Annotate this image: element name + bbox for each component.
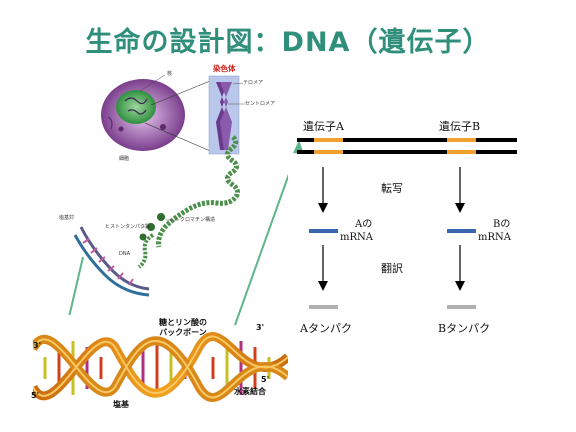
- double-helix: [33, 315, 288, 432]
- transcription-arrow-b-head: [455, 203, 465, 213]
- mrna-a-label: Aの mRNA: [340, 219, 373, 243]
- cell-label: 細胞: [119, 155, 129, 162]
- telomere-label: テロメア: [243, 80, 263, 86]
- dna-illustration: 核 細胞 染色体 テロメア セントロメア クロマチン構造 ヒストンタンパク質 塩…: [33, 63, 288, 432]
- transcription-label: 転写: [381, 182, 403, 195]
- zoom-connector-right: [234, 173, 288, 326]
- mrna-b-label: Bの mRNA: [478, 219, 511, 243]
- chromosome-drawing: [216, 82, 232, 150]
- histone-label: ヒストンタンパク質: [105, 223, 150, 230]
- backbone-label: 糖とリン酸の バックボーン: [159, 318, 207, 337]
- base-label: 塩基: [113, 400, 129, 409]
- cell-drawing: [101, 79, 185, 151]
- end-3-left: 3': [33, 341, 42, 350]
- nucleus-label: 核: [167, 70, 172, 77]
- dna-label: DNA: [119, 251, 131, 257]
- gene-b-label: 遺伝子B: [439, 120, 481, 133]
- protein-b-label: Bタンパク: [438, 322, 491, 335]
- small-dna-strand: [73, 226, 150, 297]
- end-5-right: 5': [261, 375, 270, 384]
- base-pair-label: 塩基対: [59, 214, 74, 221]
- chromosome-heading: 染色体: [212, 63, 236, 73]
- hydrogen-bond-label: 水素結合: [234, 387, 266, 396]
- translation-label: 翻訳: [381, 262, 403, 275]
- translation-arrow-b-head: [455, 281, 465, 291]
- end-3-right: 3': [256, 323, 265, 332]
- gene-a-label: 遺伝子A: [303, 120, 344, 133]
- translation-arrow-a-head: [318, 281, 328, 291]
- transcription-arrow-a-head: [318, 203, 328, 213]
- centromere-label: セントロメア: [245, 101, 275, 107]
- end-5-left: 5': [31, 391, 40, 400]
- chromatin-label: クロマチン構造: [180, 216, 215, 223]
- protein-a-label: Aタンパク: [300, 322, 352, 335]
- page-title: 生命の設計図：DNA（遺伝子）: [85, 27, 491, 58]
